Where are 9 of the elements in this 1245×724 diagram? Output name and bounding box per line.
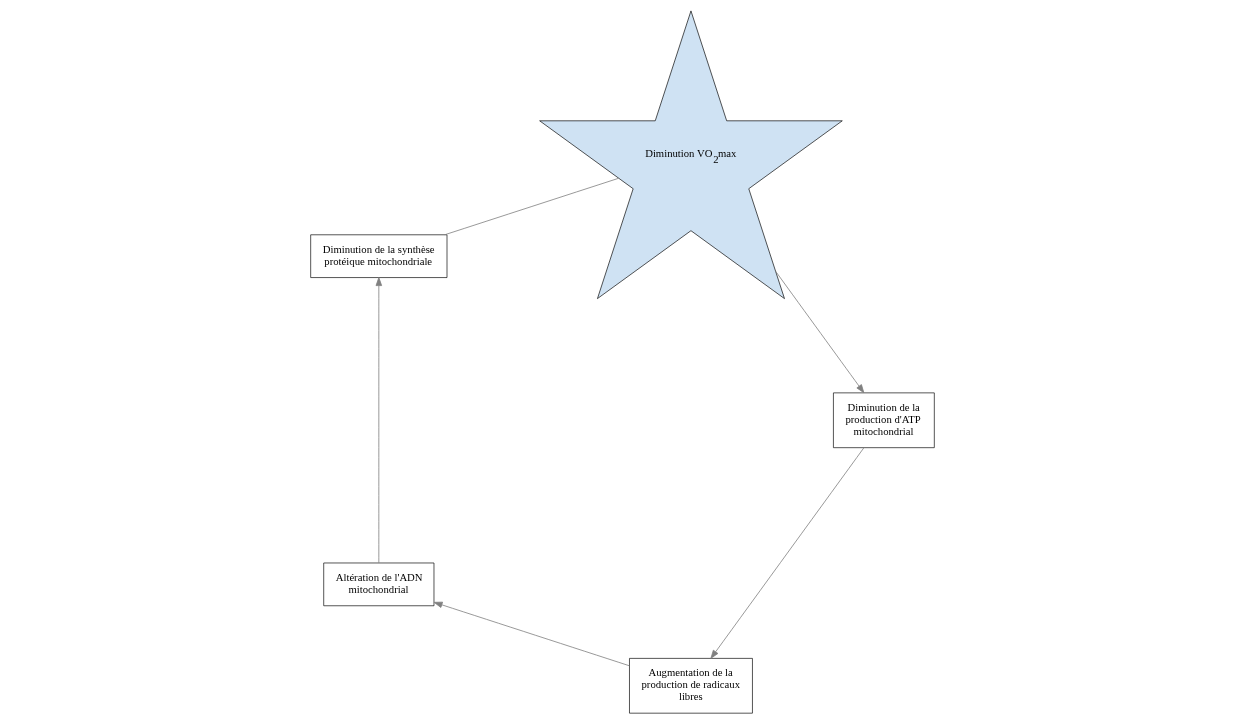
node-box: Altération de l'ADN mitochondrial (323, 562, 435, 607)
arrow (433, 601, 630, 667)
arrow (375, 277, 383, 564)
node-box: Augmentation de la production de radicaux libres (629, 658, 753, 714)
node-box: Diminution de la production d'ATP mitochondrial (833, 392, 935, 448)
connector (444, 177, 619, 236)
node-box: Diminution de la synthèse protéique mitochondriale (310, 234, 448, 278)
arrow (775, 270, 865, 394)
arrow (710, 447, 865, 659)
